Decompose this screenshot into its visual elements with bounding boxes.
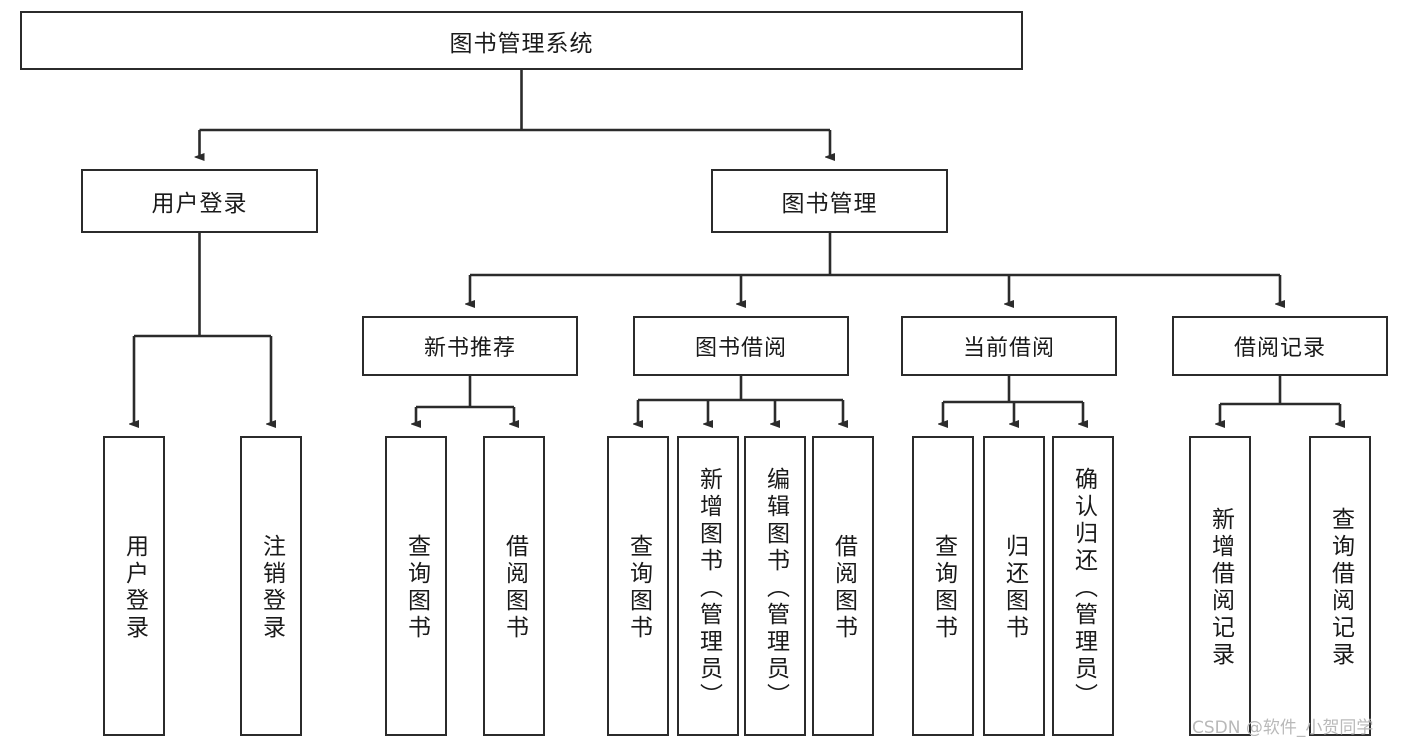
node-leaf-edit-book[interactable]: 编辑图书（管理员） bbox=[744, 436, 806, 736]
node-leaf-query-book-3-label: 查询图书 bbox=[930, 534, 957, 642]
node-new-book-recommend[interactable]: 新书推荐 bbox=[362, 316, 578, 376]
node-leaf-query-book-2[interactable]: 查询图书 bbox=[607, 436, 669, 736]
node-user-login[interactable]: 用户登录 bbox=[81, 169, 318, 233]
node-leaf-return-book[interactable]: 归还图书 bbox=[983, 436, 1045, 736]
node-book-borrow-label: 图书借阅 bbox=[694, 336, 787, 361]
node-leaf-query-book-1-label: 查询图书 bbox=[403, 534, 430, 642]
node-leaf-logout-label: 注销登录 bbox=[258, 534, 285, 642]
node-leaf-add-book-label: 新增图书（管理员） bbox=[695, 466, 722, 710]
node-root[interactable]: 图书管理系统 bbox=[20, 11, 1023, 70]
node-borrow-record-label: 借阅记录 bbox=[1233, 336, 1326, 361]
node-book-manage-label: 图书管理 bbox=[781, 191, 878, 217]
node-leaf-confirm-return-label: 确认归还（管理员） bbox=[1070, 466, 1097, 710]
node-leaf-add-record[interactable]: 新增借阅记录 bbox=[1189, 436, 1251, 736]
node-leaf-query-book-3[interactable]: 查询图书 bbox=[912, 436, 974, 736]
node-leaf-return-book-label: 归还图书 bbox=[1001, 534, 1028, 642]
node-leaf-query-record[interactable]: 查询借阅记录 bbox=[1309, 436, 1371, 736]
node-leaf-borrow-book-1[interactable]: 借阅图书 bbox=[483, 436, 545, 736]
node-leaf-add-book[interactable]: 新增图书（管理员） bbox=[677, 436, 739, 736]
node-leaf-confirm-return[interactable]: 确认归还（管理员） bbox=[1052, 436, 1114, 736]
node-leaf-add-record-label: 新增借阅记录 bbox=[1207, 507, 1234, 669]
node-leaf-user-login-label: 用户登录 bbox=[121, 534, 148, 642]
node-leaf-user-login[interactable]: 用户登录 bbox=[103, 436, 165, 736]
node-borrow-record[interactable]: 借阅记录 bbox=[1172, 316, 1388, 376]
node-leaf-query-record-label: 查询借阅记录 bbox=[1327, 507, 1354, 669]
node-leaf-logout[interactable]: 注销登录 bbox=[240, 436, 302, 736]
node-leaf-query-book-2-label: 查询图书 bbox=[625, 534, 652, 642]
node-leaf-edit-book-label: 编辑图书（管理员） bbox=[762, 466, 789, 710]
node-current-borrow[interactable]: 当前借阅 bbox=[901, 316, 1117, 376]
node-new-book-recommend-label: 新书推荐 bbox=[423, 336, 516, 361]
node-leaf-query-book-1[interactable]: 查询图书 bbox=[385, 436, 447, 736]
node-current-borrow-label: 当前借阅 bbox=[962, 336, 1055, 361]
node-user-login-label: 用户登录 bbox=[151, 191, 248, 217]
node-leaf-borrow-book-2-label: 借阅图书 bbox=[830, 534, 857, 642]
node-book-borrow[interactable]: 图书借阅 bbox=[633, 316, 849, 376]
node-book-manage[interactable]: 图书管理 bbox=[711, 169, 948, 233]
node-leaf-borrow-book-1-label: 借阅图书 bbox=[501, 534, 528, 642]
node-root-label: 图书管理系统 bbox=[449, 30, 594, 57]
node-leaf-borrow-book-2[interactable]: 借阅图书 bbox=[812, 436, 874, 736]
